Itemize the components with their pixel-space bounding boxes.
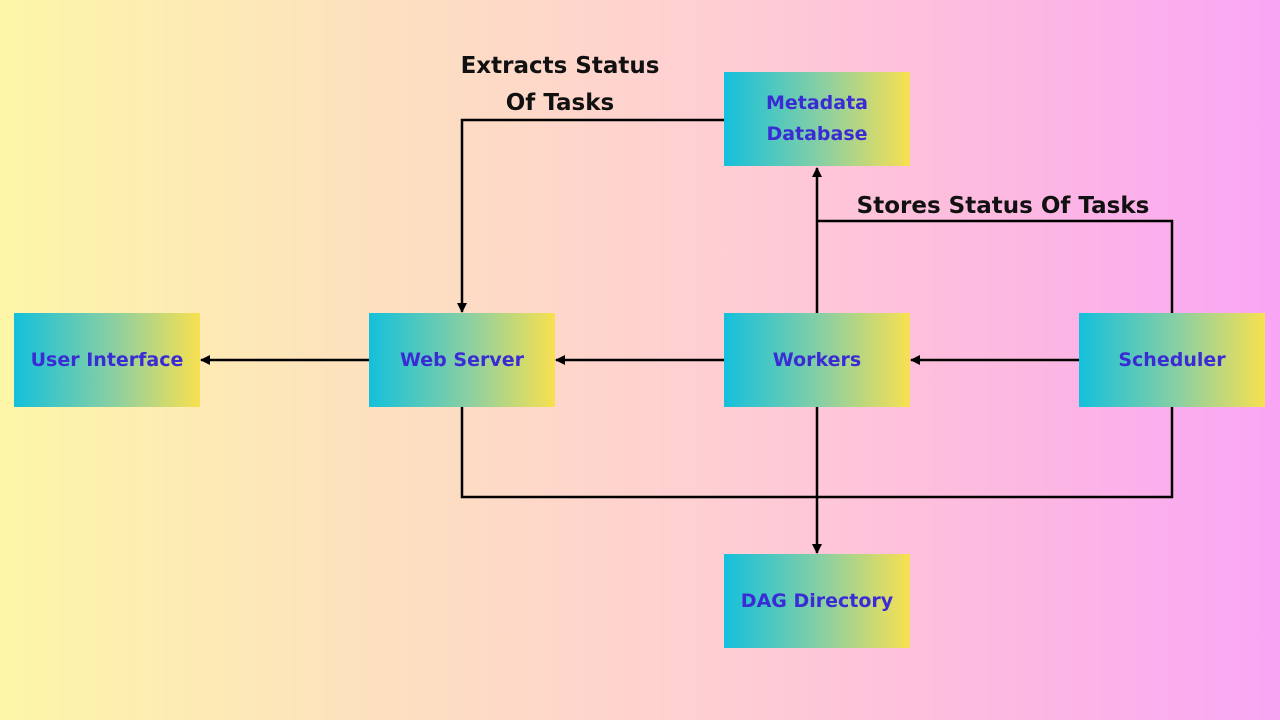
workers-label: Workers <box>772 348 862 371</box>
metadata-database-node: Metadata Database <box>724 72 910 166</box>
user-interface-node: User Interface <box>14 313 200 407</box>
extracts-status-label: Extracts Status Of Tasks <box>460 53 660 116</box>
scheduler-node: Scheduler <box>1079 313 1265 407</box>
dag-directory-label: DAG Directory <box>740 589 894 612</box>
edge-scheduler-to-metadata <box>817 219 1174 313</box>
web-server-node: Web Server <box>369 313 555 407</box>
stores-status-label: Stores Status Of Tasks <box>856 193 1150 219</box>
web-server-label: Web Server <box>400 348 524 371</box>
scheduler-label: Scheduler <box>1118 348 1226 371</box>
edge-metadata-to-webserver <box>457 118 724 313</box>
metadata-database-label: Metadata Database <box>765 92 869 145</box>
user-interface-label: User Interface <box>30 348 184 371</box>
dag-directory-node: DAG Directory <box>724 554 910 648</box>
workers-node: Workers <box>724 313 910 407</box>
